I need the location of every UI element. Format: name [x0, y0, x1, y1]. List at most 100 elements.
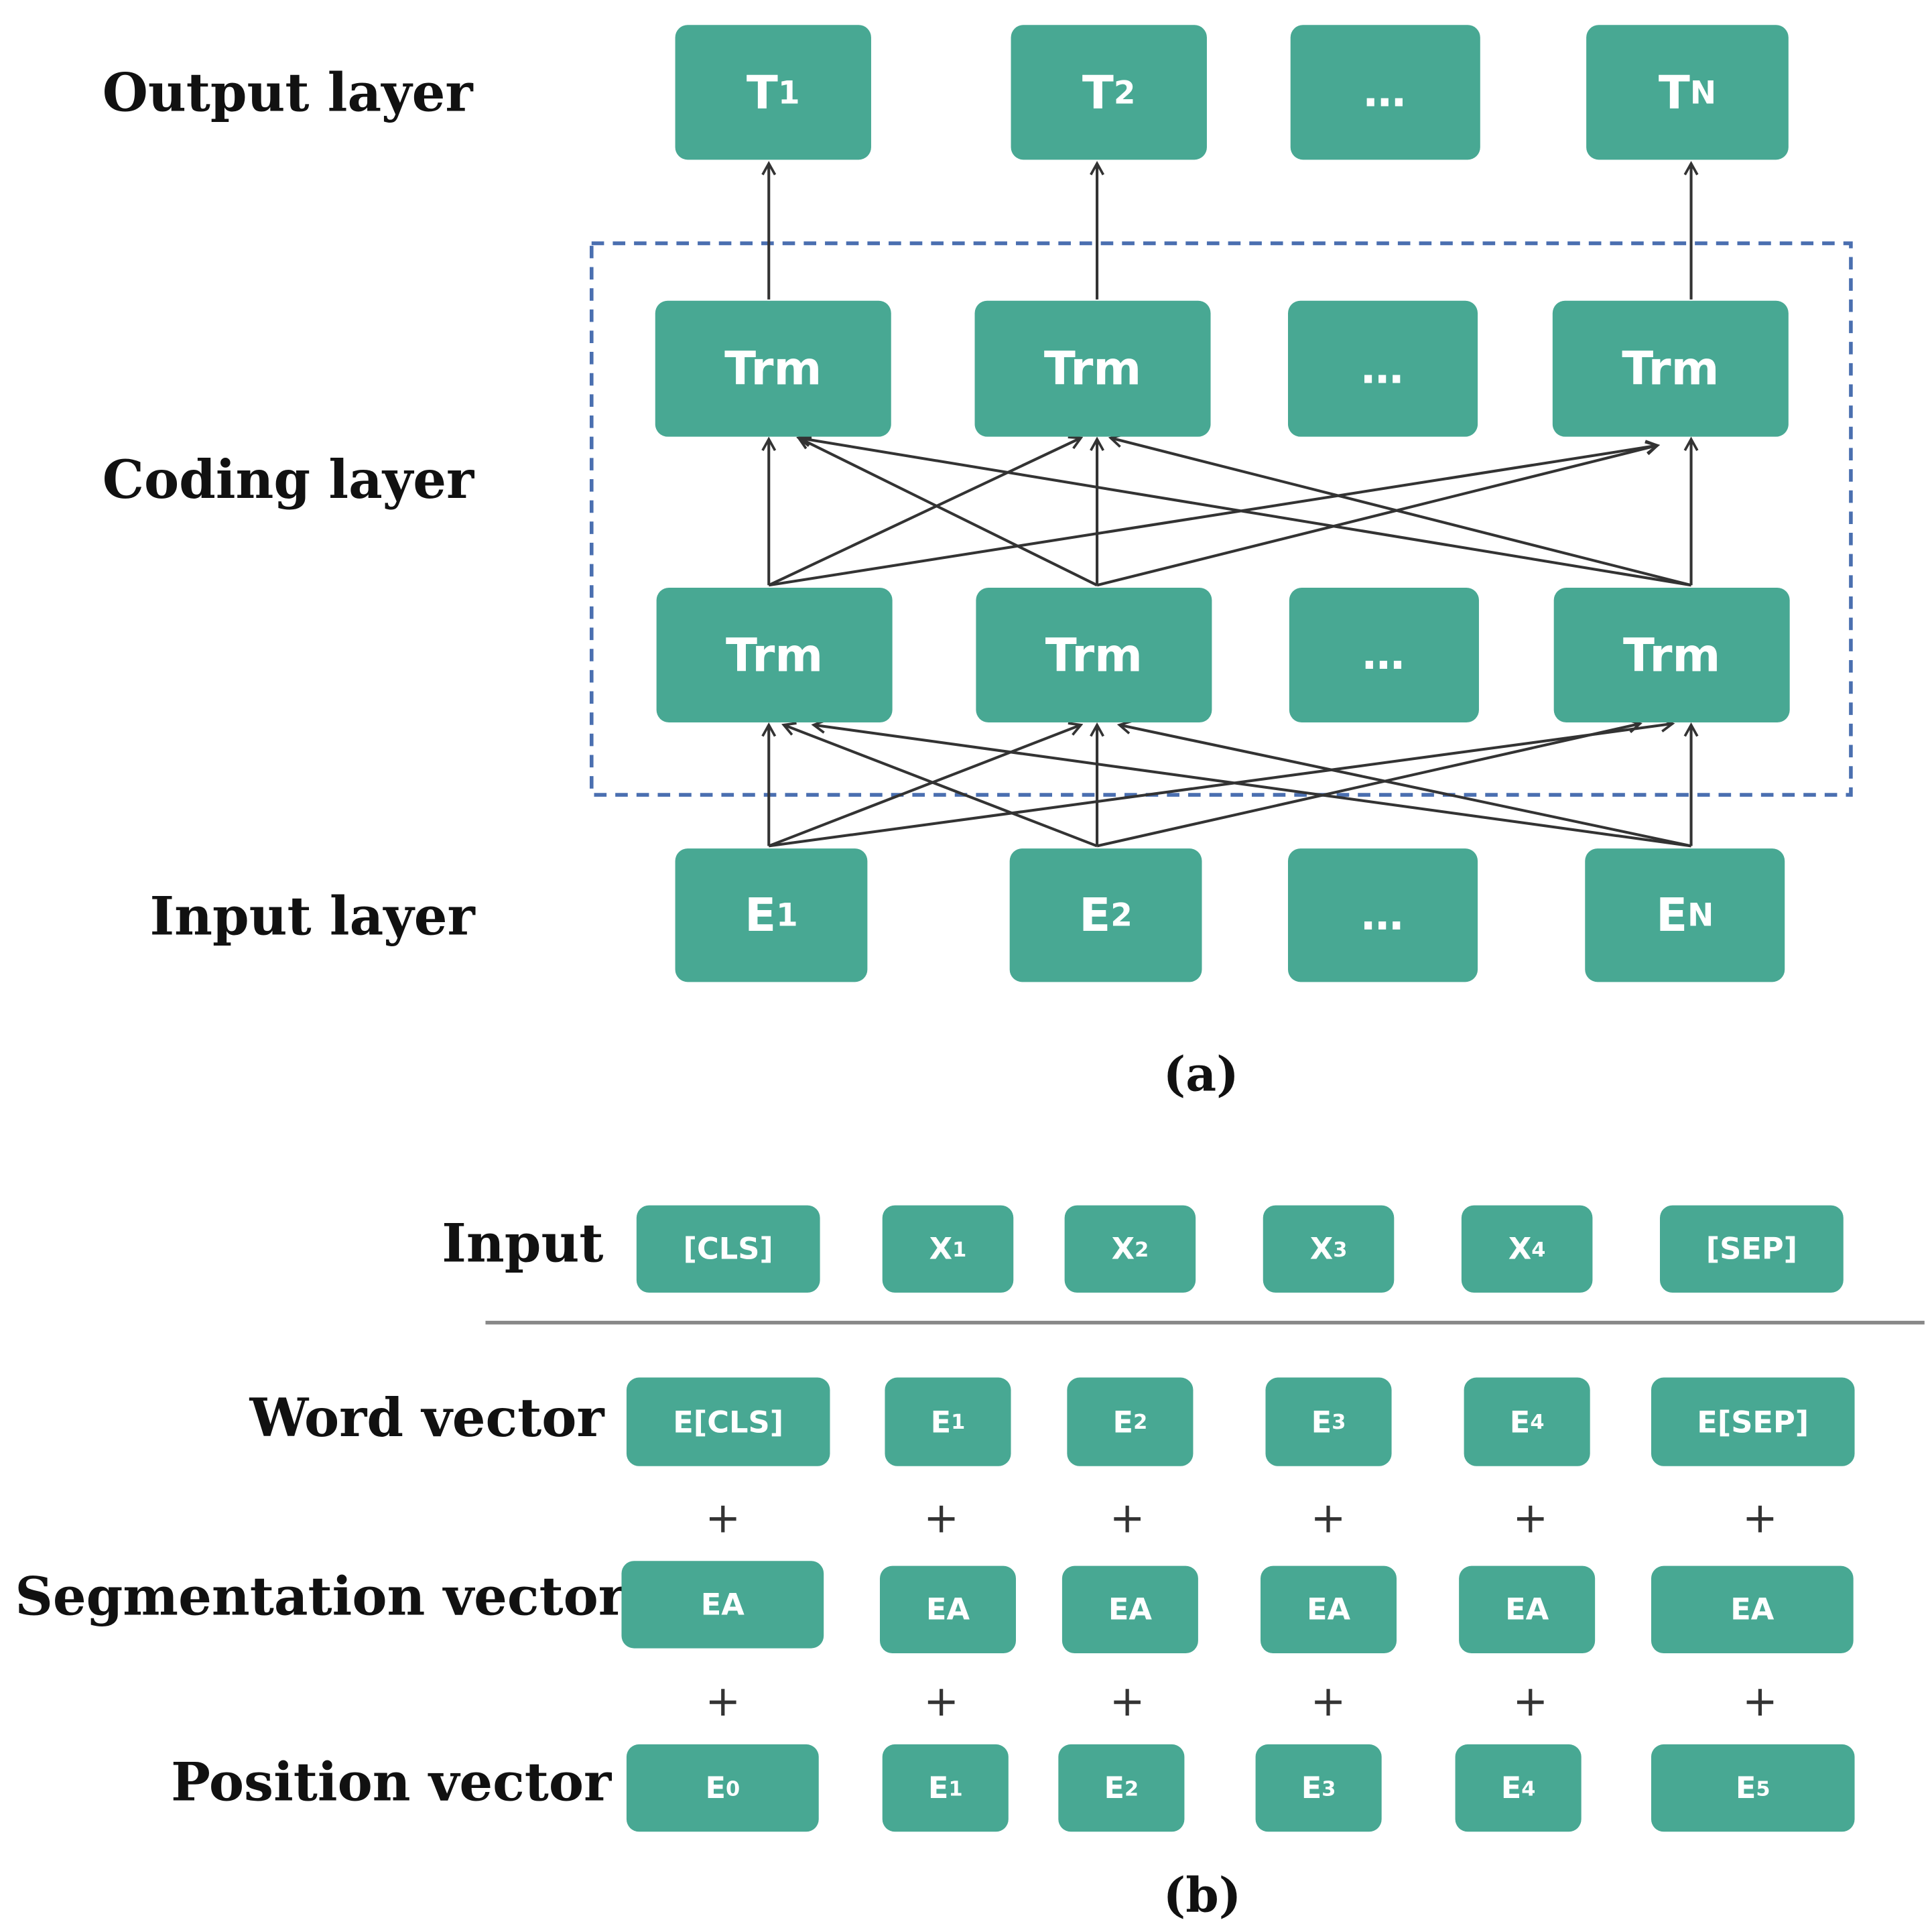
arrow-coding-layer-3-to-1 [799, 438, 1691, 587]
input-embedding-ellipsis-text: … [1360, 890, 1405, 940]
output-token-ellipsis-text: … [1363, 67, 1407, 118]
input-token-cls-main: [CLS] [683, 1231, 773, 1267]
plus-sign: + [705, 1677, 741, 1727]
arrow-coding-layer-3-to-2 [1111, 438, 1692, 587]
word-vector-e1-sub: 1 [951, 1409, 966, 1434]
transformer-block-r1-n: Trm [1552, 300, 1789, 437]
segmentation-vector-5: EA [1459, 1565, 1596, 1654]
input-token-x1-sub: 1 [952, 1237, 967, 1261]
output-token-t2-main: T [1082, 65, 1114, 119]
output-token-ellipsis: … [1290, 25, 1480, 160]
position-vector-e2-main: E [1104, 1771, 1125, 1806]
arrow-input-2-to-trm-3 [1096, 724, 1640, 848]
input-embedding-e2-sub: 2 [1110, 897, 1133, 934]
transformer-block-r2-1: Trm [656, 587, 893, 723]
position-vector-e1-sub: 1 [948, 1776, 963, 1800]
position-vector-e4-sub: 4 [1521, 1776, 1536, 1800]
plus-sign: + [923, 1493, 960, 1544]
word-vector-cls-main: E[CLS] [673, 1404, 784, 1439]
word-vector-e2-main: E [1112, 1404, 1134, 1439]
segmentation-vector-1: EA [621, 1561, 824, 1649]
input-layer-label: Input layer [149, 885, 475, 948]
word-vector-sep-main: E[SEP] [1697, 1404, 1809, 1439]
input-token-x4-sub: 4 [1531, 1237, 1546, 1261]
input-embedding-e2-main: E [1079, 888, 1111, 942]
plus-sign: + [923, 1677, 960, 1727]
word-vector-e3-main: E [1311, 1404, 1332, 1439]
plus-sign: + [1310, 1493, 1346, 1544]
transformer-block-r1-2: Trm [974, 300, 1211, 437]
position-vector-e5-sub: 5 [1756, 1776, 1770, 1800]
plus-sign: + [1742, 1677, 1778, 1727]
transformer-block-r2-ellipsis: … [1289, 587, 1479, 723]
arrow-input-1-to-trm-2 [768, 725, 1081, 848]
position-vector-e3-sub: 3 [1322, 1776, 1336, 1800]
coding-layer-dashed-border [589, 241, 1853, 797]
output-token-tn-main: T [1658, 65, 1690, 119]
plus-sign: + [705, 1493, 741, 1544]
segmentation-vector-2: EA [879, 1565, 1016, 1654]
segmentation-vector-6: EA [1651, 1565, 1854, 1654]
output-token-tn-sub: N [1689, 74, 1717, 111]
position-vector-e0-main: E [705, 1771, 726, 1806]
caption-b: (b) [1163, 1866, 1242, 1923]
arrow-coding-layer-2-to-3 [1096, 446, 1657, 587]
word-vector-cls: E[CLS] [626, 1377, 830, 1466]
input-token-sep: [SEP] [1659, 1205, 1844, 1293]
word-vector-e2-sub: 2 [1133, 1409, 1148, 1434]
arrow-coding-layer-1-to-2 [768, 438, 1081, 587]
input-embedding-en-sub: N [1687, 897, 1714, 934]
plus-sign: + [1109, 1677, 1145, 1727]
position-vector-e2-sub: 2 [1124, 1776, 1139, 1800]
word-vector-e4-main: E [1509, 1404, 1531, 1439]
arrow-coding-layer-2-to-1 [799, 438, 1098, 587]
output-token-t2-sub: 2 [1113, 74, 1136, 111]
word-vector-e1-main: E [930, 1404, 952, 1439]
output-token-t1-main: T [746, 65, 778, 119]
input-token-x3-main: X [1309, 1231, 1334, 1267]
word-vector-e3-sub: 3 [1332, 1409, 1346, 1434]
position-vector-e1-main: E [927, 1771, 949, 1806]
position-vector-e0-sub: 0 [726, 1776, 740, 1800]
input-row-label: Input [442, 1212, 604, 1274]
transformer-block-r2-2: Trm [976, 587, 1212, 723]
input-embedding-ellipsis: … [1287, 848, 1478, 982]
plus-sign: + [1512, 1493, 1549, 1544]
input-token-x4-main: X [1508, 1231, 1532, 1267]
transformer-block-r2-n: Trm [1553, 587, 1790, 723]
position-vector-label: Position vector [171, 1752, 612, 1813]
input-token-x3-sub: 3 [1333, 1237, 1348, 1261]
input-embedding-e1-sub: 1 [776, 897, 798, 934]
segmentation-vector-label: Segmentation vector [15, 1565, 627, 1627]
output-layer-label: Output layer [102, 62, 473, 124]
input-token-x2-main: X [1111, 1231, 1135, 1267]
plus-sign: + [1512, 1677, 1549, 1727]
plus-sign: + [1310, 1677, 1346, 1727]
input-embedding-en-main: E [1656, 888, 1688, 942]
input-token-cls: [CLS] [636, 1205, 820, 1293]
plus-sign: + [1109, 1493, 1145, 1544]
word-vector-label: Word vector [249, 1387, 604, 1449]
arrow-input-3-to-trm-1 [814, 725, 1691, 848]
input-token-x1-main: X [929, 1231, 953, 1267]
arrow-input-2-to-trm-1 [784, 725, 1098, 848]
transformer-block-r1-ellipsis: … [1287, 300, 1478, 437]
segmentation-vector-4: EA [1261, 1565, 1397, 1654]
